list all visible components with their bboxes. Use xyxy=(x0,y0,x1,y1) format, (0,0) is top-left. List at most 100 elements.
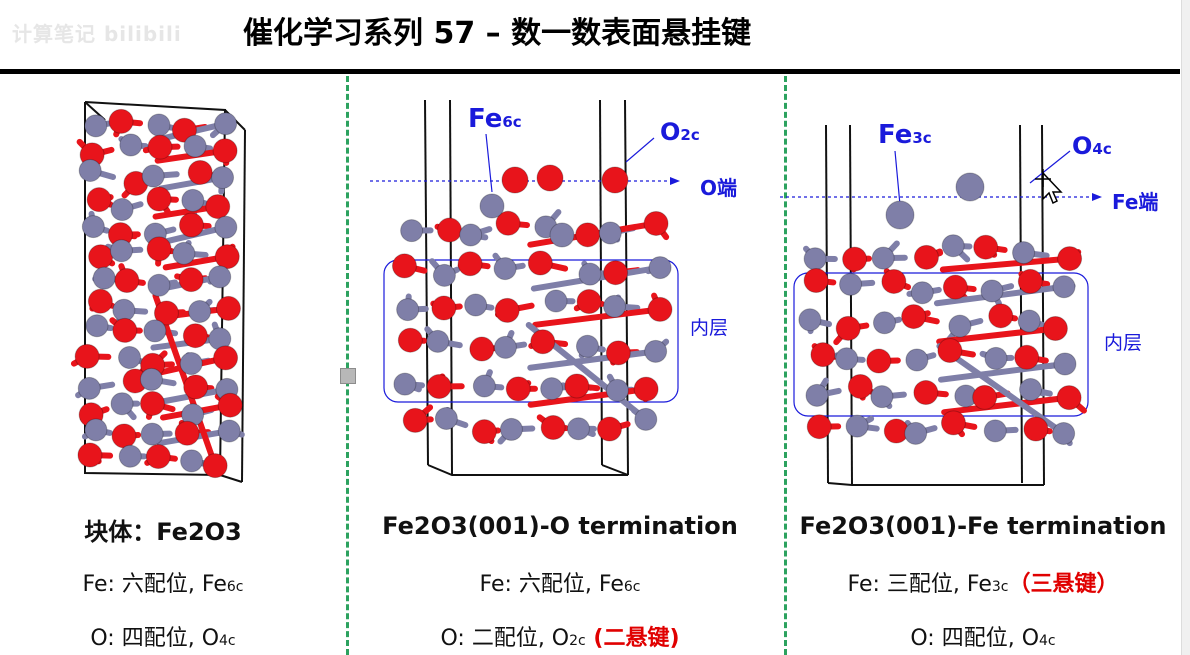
o-atom xyxy=(178,212,204,238)
o-atom xyxy=(111,423,137,449)
slide-marker-icon xyxy=(340,368,356,384)
fe-atom xyxy=(603,294,627,318)
fe-atom xyxy=(147,113,171,137)
surface-fe-atom xyxy=(549,222,575,248)
o-atom xyxy=(942,274,968,300)
fe-atom xyxy=(805,383,829,407)
o-atom xyxy=(139,390,165,416)
o-atom xyxy=(108,108,134,134)
fe-atom xyxy=(499,417,523,441)
o-termination-o-coordination: O: 二配位, O2c (二悬键) xyxy=(440,626,680,651)
inner-layer-label: 内层 xyxy=(690,317,729,339)
fe-atom xyxy=(77,376,101,400)
fe-atom xyxy=(493,257,517,281)
bulk-o-coordination: O: 四配位, O4c xyxy=(90,626,236,651)
page-title: 催化学习系列 57 – 数一数表面悬挂键 xyxy=(243,16,752,51)
fe-atom xyxy=(393,372,417,396)
o-atom xyxy=(212,138,238,164)
fe-end-plane-label: Fe端 xyxy=(1112,190,1159,214)
o-atom xyxy=(86,187,112,213)
o-atom xyxy=(183,374,209,400)
fe-atom xyxy=(464,293,488,317)
fe-6c-label: Fe6c xyxy=(468,104,522,134)
fe-atom xyxy=(472,374,496,398)
o-atom xyxy=(214,244,240,270)
o-atom xyxy=(436,217,462,243)
o-atom xyxy=(913,380,939,406)
o-atom xyxy=(426,374,452,400)
divider-left xyxy=(346,76,349,655)
o-atom xyxy=(1042,315,1068,341)
dangling-bond-note: （三悬键） xyxy=(1008,572,1119,597)
fe-atom xyxy=(110,392,134,416)
o-atom xyxy=(495,210,521,236)
fe-atom xyxy=(426,329,450,353)
o-atom xyxy=(881,268,907,294)
fe-atom xyxy=(634,407,658,431)
o-atom xyxy=(471,419,497,445)
o-end-plane-label: O端 xyxy=(700,176,738,200)
o-atom xyxy=(1017,268,1043,294)
fe-termination-o-coordination: O: 四配位, O4c xyxy=(910,626,1056,651)
fe-atom xyxy=(1012,241,1036,265)
fe-atom xyxy=(183,134,207,158)
fe-atom xyxy=(172,241,196,265)
fe-atom xyxy=(110,198,134,222)
o-atom xyxy=(973,234,999,260)
o-atom xyxy=(866,348,892,374)
o-atom xyxy=(810,342,836,368)
fe-atom xyxy=(493,335,517,359)
o-atom xyxy=(603,260,629,286)
surface-o-atom xyxy=(501,166,529,194)
fe-atom xyxy=(1053,352,1077,376)
fe-atom xyxy=(845,414,869,438)
dangling-bond-note: (二悬键) xyxy=(585,626,680,651)
o-atom xyxy=(217,392,243,418)
fe-atom xyxy=(983,419,1007,443)
o-atom xyxy=(1057,246,1083,272)
fe-atom xyxy=(644,339,668,363)
fe-atom xyxy=(905,348,929,372)
fe-termination-fe-coordination: Fe: 三配位, Fe3c（三悬键） xyxy=(847,572,1119,597)
surface-o-atom xyxy=(536,164,564,192)
fe-atom xyxy=(92,266,116,290)
fe-atom xyxy=(648,256,672,280)
surface-o-atom xyxy=(601,166,629,194)
o-4c-label: O4c xyxy=(1072,132,1112,160)
fe-atom xyxy=(798,308,822,332)
fe-atom xyxy=(211,166,235,190)
watermark: 计算笔记 bilibili xyxy=(12,22,182,46)
o-atom xyxy=(431,295,457,321)
o-atom xyxy=(643,210,669,236)
fe-atom xyxy=(566,417,590,441)
fe-atom xyxy=(980,279,1004,303)
o-atom xyxy=(575,222,601,248)
o-atom xyxy=(988,303,1014,329)
o-atom xyxy=(564,373,590,399)
fe-atom xyxy=(84,114,108,138)
fe-atom xyxy=(118,444,142,468)
fe-atom xyxy=(904,421,928,445)
o-atom xyxy=(530,329,556,355)
o-atom xyxy=(213,345,239,371)
fe-atom xyxy=(188,300,212,324)
o-atom xyxy=(540,415,566,441)
o-atom xyxy=(178,267,204,293)
o-atom xyxy=(205,194,231,220)
o-atom xyxy=(1056,385,1082,411)
o-atom xyxy=(469,336,495,362)
title-underline xyxy=(0,69,1180,74)
fe-atom xyxy=(85,314,109,338)
fe-atom xyxy=(984,346,1008,370)
fe-atom xyxy=(540,377,564,401)
o-atom xyxy=(187,159,213,185)
o-atom xyxy=(147,134,173,160)
fe-atom xyxy=(112,298,136,322)
o-atom xyxy=(913,244,939,270)
surface-fe-atom xyxy=(479,193,505,219)
o-atom xyxy=(1014,344,1040,370)
fe-atom xyxy=(118,345,142,369)
fe-atom xyxy=(434,406,458,430)
o-atom xyxy=(806,414,832,440)
o-2c-label: O2c xyxy=(660,118,700,146)
